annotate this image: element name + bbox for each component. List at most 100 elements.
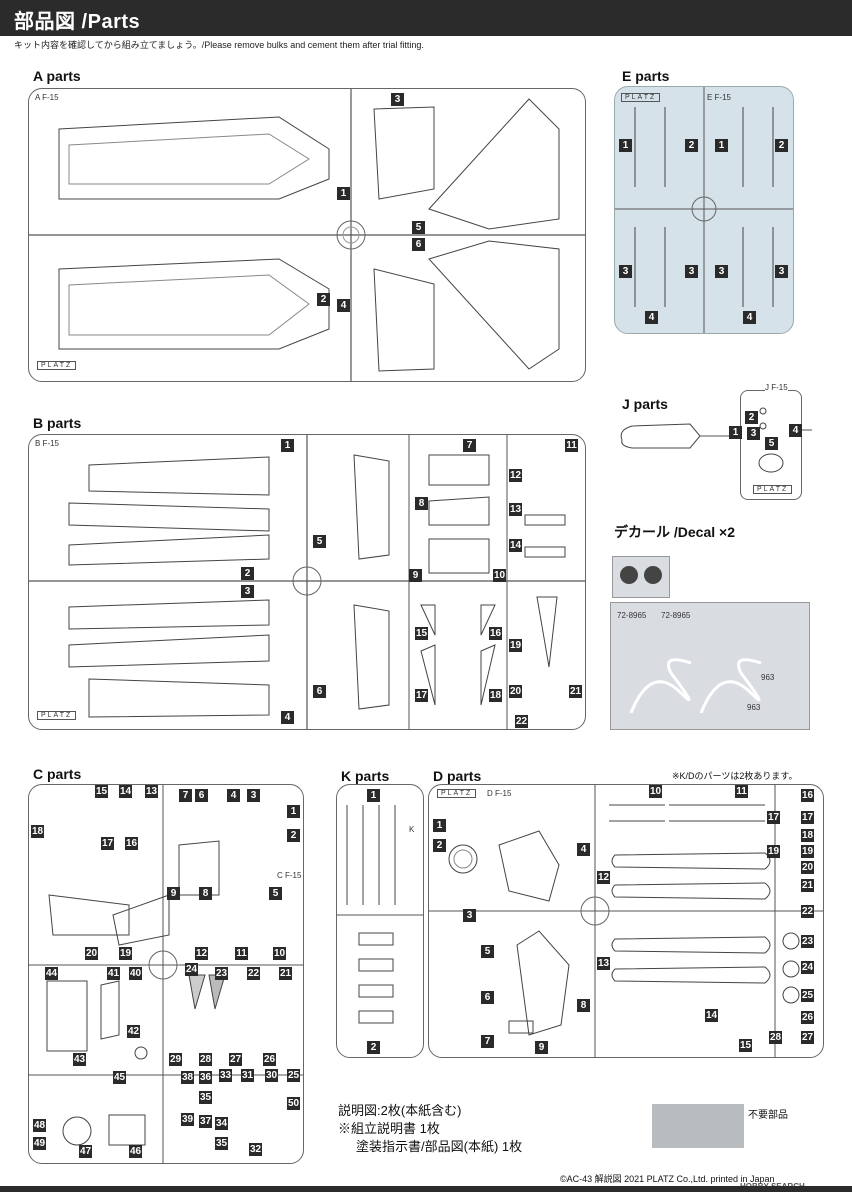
b-part-18: 18 <box>489 689 502 702</box>
e-part-1-left: 1 <box>619 139 632 152</box>
c-part-4: 4 <box>227 789 240 802</box>
d-part-12: 12 <box>597 871 610 884</box>
c-part-16: 16 <box>125 837 138 850</box>
b-part-5: 5 <box>313 535 326 548</box>
d-part-20: 20 <box>801 861 814 874</box>
c-parts-drawing <box>29 785 303 1163</box>
e-parts-sprue: PLATZ E F-15 1 2 1 2 3 3 3 3 4 4 <box>614 86 794 334</box>
b-part-19: 19 <box>509 639 522 652</box>
c-part-35: 35 <box>199 1091 212 1104</box>
c-part-41: 41 <box>107 967 120 980</box>
c-part-14: 14 <box>119 785 132 798</box>
d-part-18: 18 <box>801 829 814 842</box>
c-part-18: 18 <box>31 825 44 838</box>
d-part-23: 23 <box>801 935 814 948</box>
c-part-1: 1 <box>287 805 300 818</box>
b-parts-label: B parts <box>33 415 82 431</box>
d-part-25: 25 <box>801 989 814 1002</box>
e-parts-label: E parts <box>622 68 670 84</box>
c-part-43: 43 <box>73 1053 86 1066</box>
d-part-7: 7 <box>481 1035 494 1048</box>
j-part-5: 5 <box>765 437 778 450</box>
a-part-2: 2 <box>317 293 330 306</box>
c-part-17: 17 <box>101 837 114 850</box>
c-part-28: 28 <box>199 1053 212 1066</box>
decal-small-sheet <box>612 556 670 598</box>
d-part-21: 21 <box>801 879 814 892</box>
e-part-3-mid: 3 <box>685 265 698 278</box>
j-parts-label: J parts <box>622 396 668 412</box>
a-platz-logo: PLATZ <box>37 361 77 370</box>
decal-code-2: 72-8965 <box>661 611 691 620</box>
b-part-4: 4 <box>281 711 294 724</box>
a-parts-sprue: A F-15 1 2 3 4 5 6 PLATZ <box>28 88 586 382</box>
k-part-2: 2 <box>367 1041 380 1054</box>
d-part-11: 11 <box>735 785 748 798</box>
e-part-4-left: 4 <box>645 311 658 324</box>
e-part-3-left: 3 <box>619 265 632 278</box>
c-part-36: 36 <box>199 1071 212 1084</box>
b-part-17: 17 <box>415 689 428 702</box>
k-parts-drawing <box>337 805 423 1024</box>
c-part-45: 45 <box>113 1071 126 1084</box>
c-part-13: 13 <box>145 785 158 798</box>
j-parts-sprue: J F-15 2 3 5 PLATZ <box>740 383 802 500</box>
d-part-4: 4 <box>577 843 590 856</box>
e-part-2-right: 2 <box>775 139 788 152</box>
b-part-3: 3 <box>241 585 254 598</box>
c-parts-label: C parts <box>33 766 82 782</box>
decal-label: デカール /Decal ×2 <box>614 524 735 540</box>
d-part-8: 8 <box>577 999 590 1012</box>
d-part-16: 16 <box>801 789 814 802</box>
decal-main-sheet: 72-8965 72-8965 963 963 <box>610 602 810 730</box>
c-part-7: 7 <box>179 789 192 802</box>
d-part-2: 2 <box>433 839 446 852</box>
k-sprue-tag: K <box>409 825 415 834</box>
b-part-1: 1 <box>281 439 294 452</box>
a-parts-label: A parts <box>33 68 81 84</box>
c-part-35-lower: 35 <box>215 1137 228 1150</box>
decal-dragon-art <box>629 658 762 714</box>
c-part-8: 8 <box>199 887 212 900</box>
d-part-24: 24 <box>801 961 814 974</box>
j-part-3: 3 <box>747 427 760 440</box>
d-part-28: 28 <box>769 1031 782 1044</box>
decal-number-1: 963 <box>761 673 775 682</box>
b-part-2: 2 <box>241 567 254 580</box>
c-part-32: 32 <box>249 1143 262 1156</box>
c-part-47: 47 <box>79 1145 92 1158</box>
d-part-17b: 17 <box>801 811 814 824</box>
c-part-44: 44 <box>45 967 58 980</box>
k-part-1: 1 <box>367 789 380 802</box>
e-sprue-tag: E F-15 <box>707 93 732 102</box>
c-part-25: 25 <box>287 1069 300 1082</box>
b-part-21: 21 <box>569 685 582 698</box>
decal-code-1: 72-8965 <box>617 611 647 620</box>
e-part-4-right: 4 <box>743 311 756 324</box>
c-part-50: 50 <box>287 1097 300 1110</box>
a-part-5: 5 <box>412 221 425 234</box>
b-part-20: 20 <box>509 685 522 698</box>
c-part-38: 38 <box>181 1071 194 1084</box>
d-part-17: 17 <box>767 811 780 824</box>
e-part-2-left: 2 <box>685 139 698 152</box>
c-part-3: 3 <box>247 789 260 802</box>
e-part-3-right: 3 <box>715 265 728 278</box>
b-part-8: 8 <box>415 497 428 510</box>
c-part-49: 49 <box>33 1137 46 1150</box>
j-sprue-tag: J F-15 <box>765 383 788 392</box>
d-part-26: 26 <box>801 1011 814 1024</box>
k-parts-label: K parts <box>341 768 390 784</box>
j-part-1: 1 <box>729 426 742 439</box>
c-part-37: 37 <box>199 1115 212 1128</box>
b-part-16: 16 <box>489 627 502 640</box>
c-part-12: 12 <box>195 947 208 960</box>
c-part-26: 26 <box>263 1053 276 1066</box>
c-part-15: 15 <box>95 785 108 798</box>
d-part-6: 6 <box>481 991 494 1004</box>
decal-roundels <box>620 566 662 584</box>
b-parts-sprue: B F-15 1 2 3 4 5 6 7 8 9 10 11 12 13 14 … <box>28 434 586 730</box>
d-part-22: 22 <box>801 905 814 918</box>
manual-note-2: ※組立説明書 1枚 <box>338 1121 440 1136</box>
c-part-6: 6 <box>195 789 208 802</box>
